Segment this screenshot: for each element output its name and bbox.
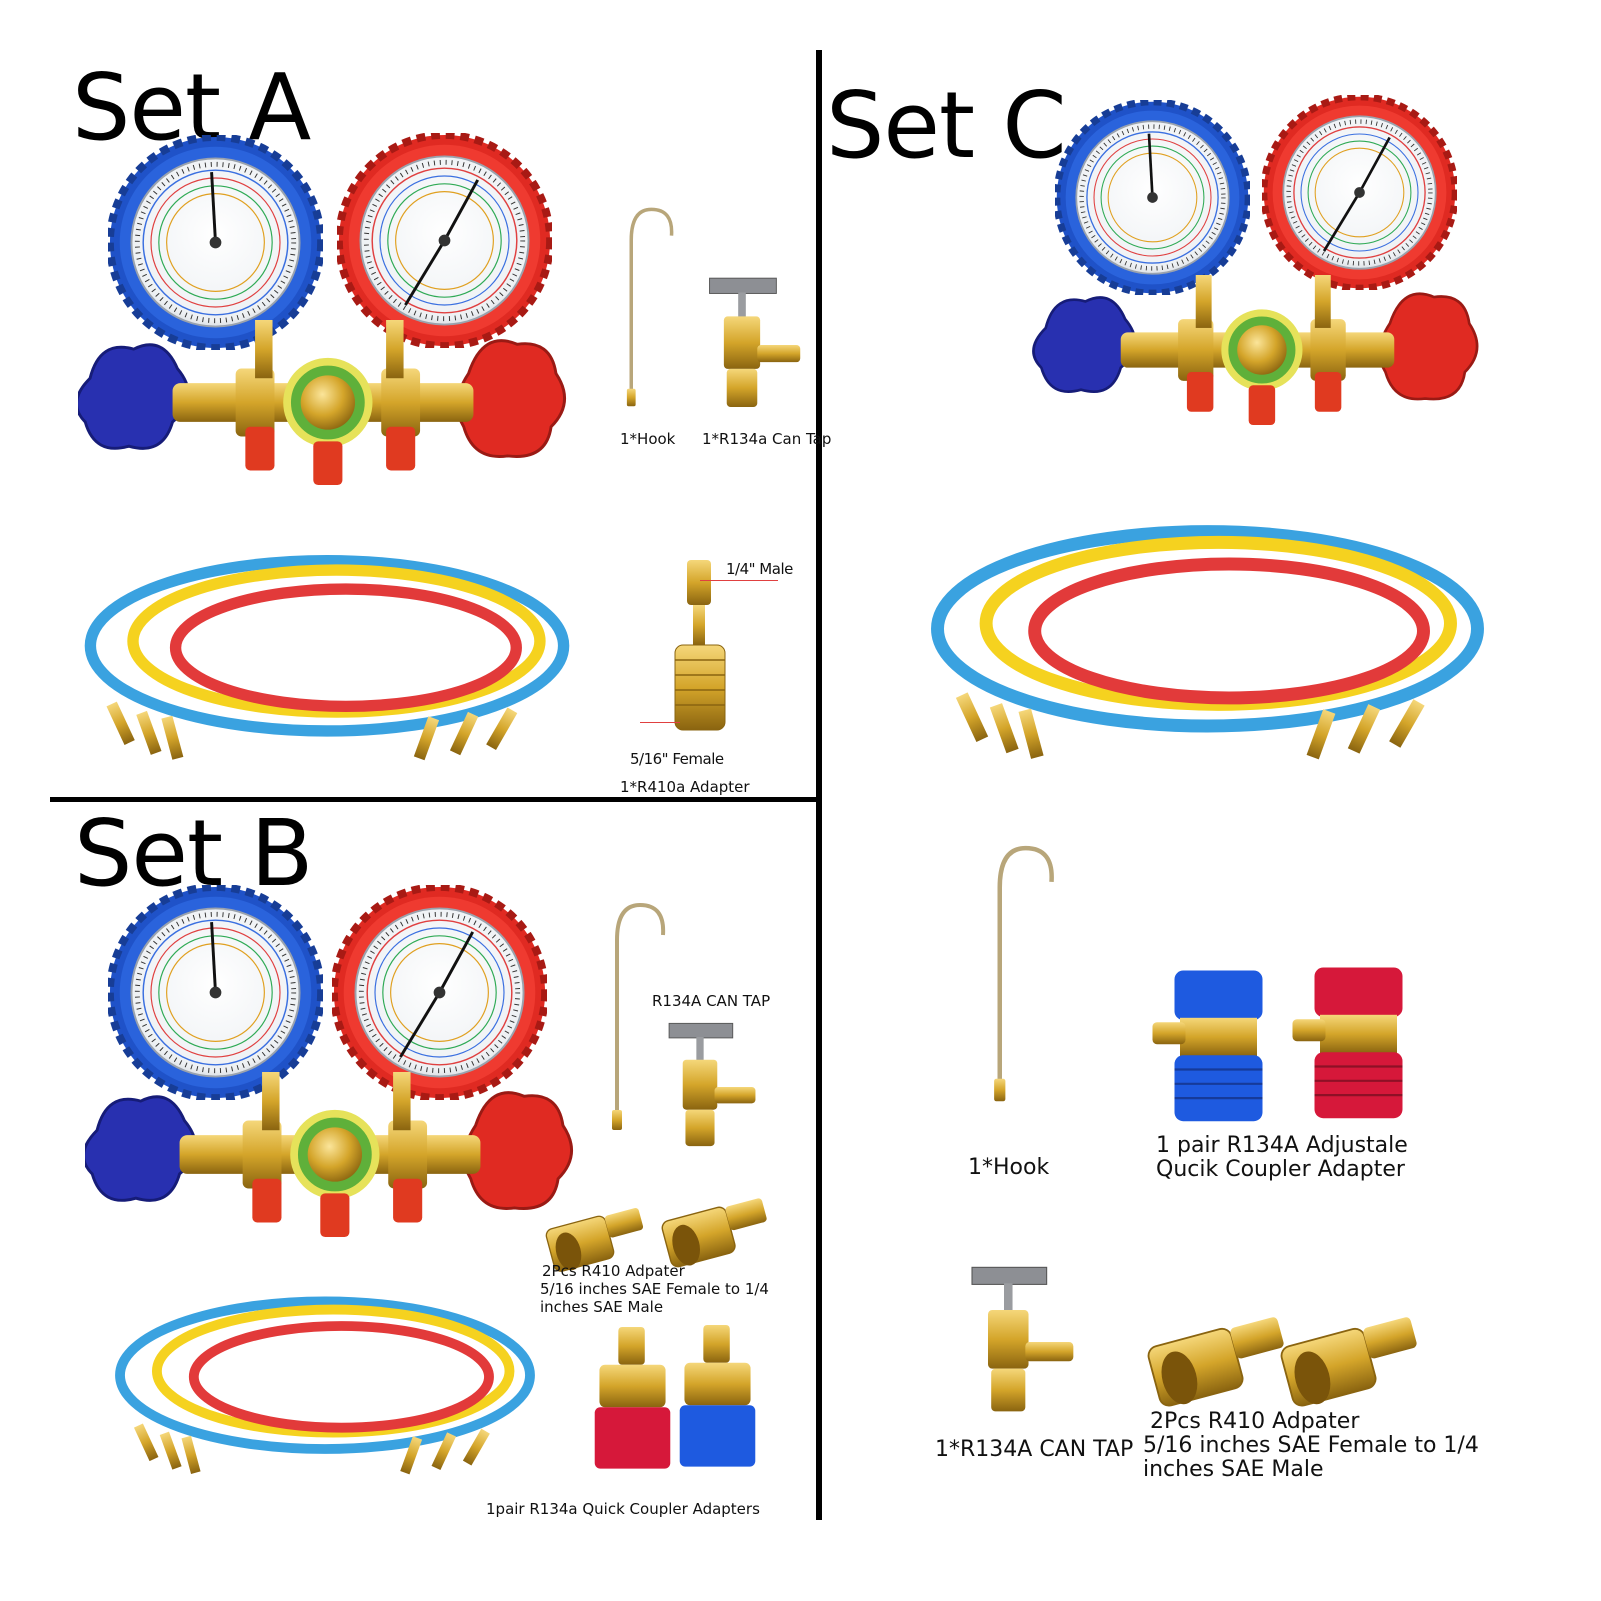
hoses-icon bbox=[62, 540, 592, 780]
set-b-r410-label-line-3: inches SAE Male bbox=[540, 1298, 664, 1316]
set-c-coupler-label-line-1: 1 pair R134A Adjustale bbox=[1156, 1133, 1408, 1158]
manifold-body bbox=[78, 320, 568, 485]
r410-adapter-icon bbox=[1145, 1315, 1286, 1410]
set-b-can-tap-label: R134A CAN TAP bbox=[652, 992, 771, 1010]
r410-adapter-icon bbox=[1278, 1315, 1419, 1410]
manifold-body bbox=[1025, 275, 1490, 425]
hoses-icon bbox=[75, 1285, 575, 1490]
manifold-body bbox=[85, 1072, 575, 1237]
blue-low-pressure-gauge bbox=[108, 885, 323, 1100]
female-leader-line bbox=[640, 722, 680, 723]
red-high-pressure-gauge bbox=[337, 133, 552, 348]
horizontal-divider bbox=[50, 797, 816, 802]
set-a-hook-label: 1*Hook bbox=[620, 430, 676, 448]
set-a-adapter-label: 1*R410a Adapter bbox=[620, 778, 750, 796]
set-a-female-label: 5/16" Female bbox=[630, 750, 724, 768]
set-a-can-tap-label: 1*R134a Can Tap bbox=[702, 430, 832, 448]
set-c-title: Set C bbox=[826, 72, 1067, 179]
set-c-r410-label-line-3: inches SAE Male bbox=[1143, 1457, 1324, 1482]
hook-icon bbox=[975, 820, 1065, 1135]
set-c-r410-label-line-2: 5/16 inches SAE Female to 1/4 bbox=[1143, 1433, 1479, 1458]
r134a-can-tap-icon bbox=[709, 277, 801, 408]
blue-quick-coupler-icon bbox=[1151, 969, 1264, 1123]
set-b-title: Set B bbox=[74, 800, 313, 907]
set-c-can-tap-label: 1*R134A CAN TAP bbox=[935, 1437, 1134, 1462]
blue-low-pressure-gauge bbox=[108, 135, 323, 350]
set-c-hook-label: 1*Hook bbox=[968, 1155, 1050, 1180]
hoses-icon bbox=[900, 510, 1515, 780]
vertical-divider bbox=[816, 50, 822, 1520]
hook-icon bbox=[624, 207, 674, 409]
male-leader-line bbox=[700, 580, 778, 581]
set-b-r410-label-line-2: 5/16 inches SAE Female to 1/4 bbox=[540, 1280, 769, 1298]
set-b-r410-label-line-1: 2Pcs R410 Adpater bbox=[542, 1262, 685, 1280]
set-b-coupler-label: 1pair R134a Quick Coupler Adapters bbox=[486, 1500, 760, 1518]
r410a-adapter-icon bbox=[674, 560, 726, 731]
red-high-pressure-gauge bbox=[1262, 95, 1457, 290]
red-quick-coupler-icon bbox=[594, 1326, 671, 1469]
red-high-pressure-gauge bbox=[332, 885, 547, 1100]
red-quick-coupler-icon bbox=[1291, 966, 1404, 1120]
set-a-male-label: 1/4" Male bbox=[726, 560, 793, 578]
set-c-r410-label-line-1: 2Pcs R410 Adpater bbox=[1150, 1409, 1360, 1434]
blue-quick-coupler-icon bbox=[679, 1324, 756, 1467]
blue-low-pressure-gauge bbox=[1055, 100, 1250, 295]
set-c-coupler-label-line-2: Qucik Coupler Adapter bbox=[1156, 1157, 1405, 1182]
r134a-can-tap-icon bbox=[668, 1022, 756, 1147]
r410-adapter-icon bbox=[660, 1196, 769, 1270]
r134a-can-tap-icon bbox=[971, 1266, 1074, 1412]
